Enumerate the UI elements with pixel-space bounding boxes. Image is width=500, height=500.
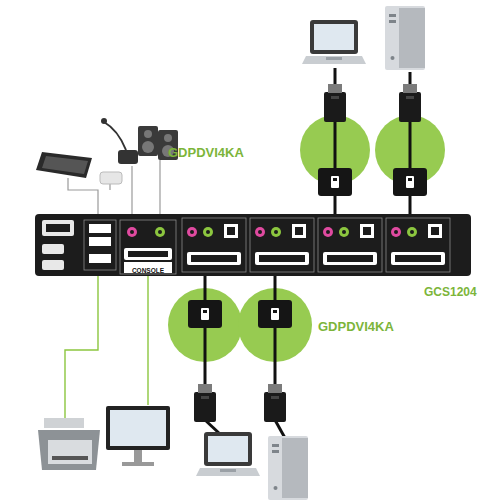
product-label: GDPDVI4KA: [318, 320, 394, 333]
printer: [38, 418, 100, 470]
monitor: [106, 406, 170, 466]
mouse: [100, 172, 122, 184]
product-label: GDPDVI4KA: [168, 146, 244, 159]
product-label: GCS1204: [424, 286, 477, 298]
kvm-switch: [35, 214, 471, 276]
green-wires: [65, 272, 148, 418]
microphone: [101, 118, 138, 164]
keyboard: [36, 152, 92, 178]
port-label: CONSOLE: [132, 268, 164, 275]
